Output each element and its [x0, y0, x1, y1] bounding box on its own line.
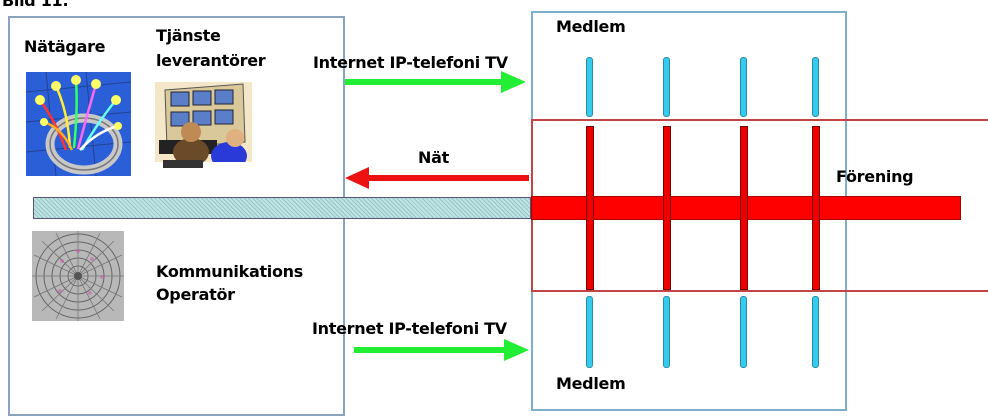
member-connection: [740, 296, 747, 368]
operator-disc-icon: [32, 231, 124, 321]
fiber-optic-icon: [26, 72, 131, 176]
network-arrow: [345, 167, 529, 189]
association-connector: [663, 126, 671, 290]
services-arrow-top: [345, 71, 526, 93]
association-connector: [812, 126, 820, 290]
member-label-bottom: Medlem: [556, 374, 626, 393]
services-label-bottom: Internet IP-telefoni TV: [312, 319, 507, 338]
network-backbone: [33, 197, 531, 219]
network-arrow-label: Nät: [418, 148, 449, 167]
association-connector: [586, 126, 594, 290]
service-provider-icon: [155, 82, 252, 175]
member-connection: [586, 57, 593, 117]
service-provider-label-line2: leverantörer: [156, 51, 266, 70]
association-connector: [740, 126, 748, 290]
network-owner-label: Nätägare: [24, 37, 106, 56]
association-label: Förening: [836, 167, 914, 186]
services-label-top: Internet IP-telefoni TV: [313, 53, 508, 72]
member-connection: [812, 57, 819, 117]
service-provider-label-line1: Tjänste: [156, 26, 221, 45]
member-connection: [586, 296, 593, 368]
operator-label-line1: Kommunikations: [156, 262, 303, 281]
member-connection: [812, 296, 819, 368]
diagram-caption: Bild 11:: [2, 0, 69, 10]
member-connection: [663, 57, 670, 117]
member-connection: [740, 57, 747, 117]
member-label-top: Medlem: [556, 17, 626, 36]
services-arrow-bottom: [354, 339, 529, 361]
member-connection: [663, 296, 670, 368]
operator-label-line2: Operatör: [156, 285, 235, 304]
